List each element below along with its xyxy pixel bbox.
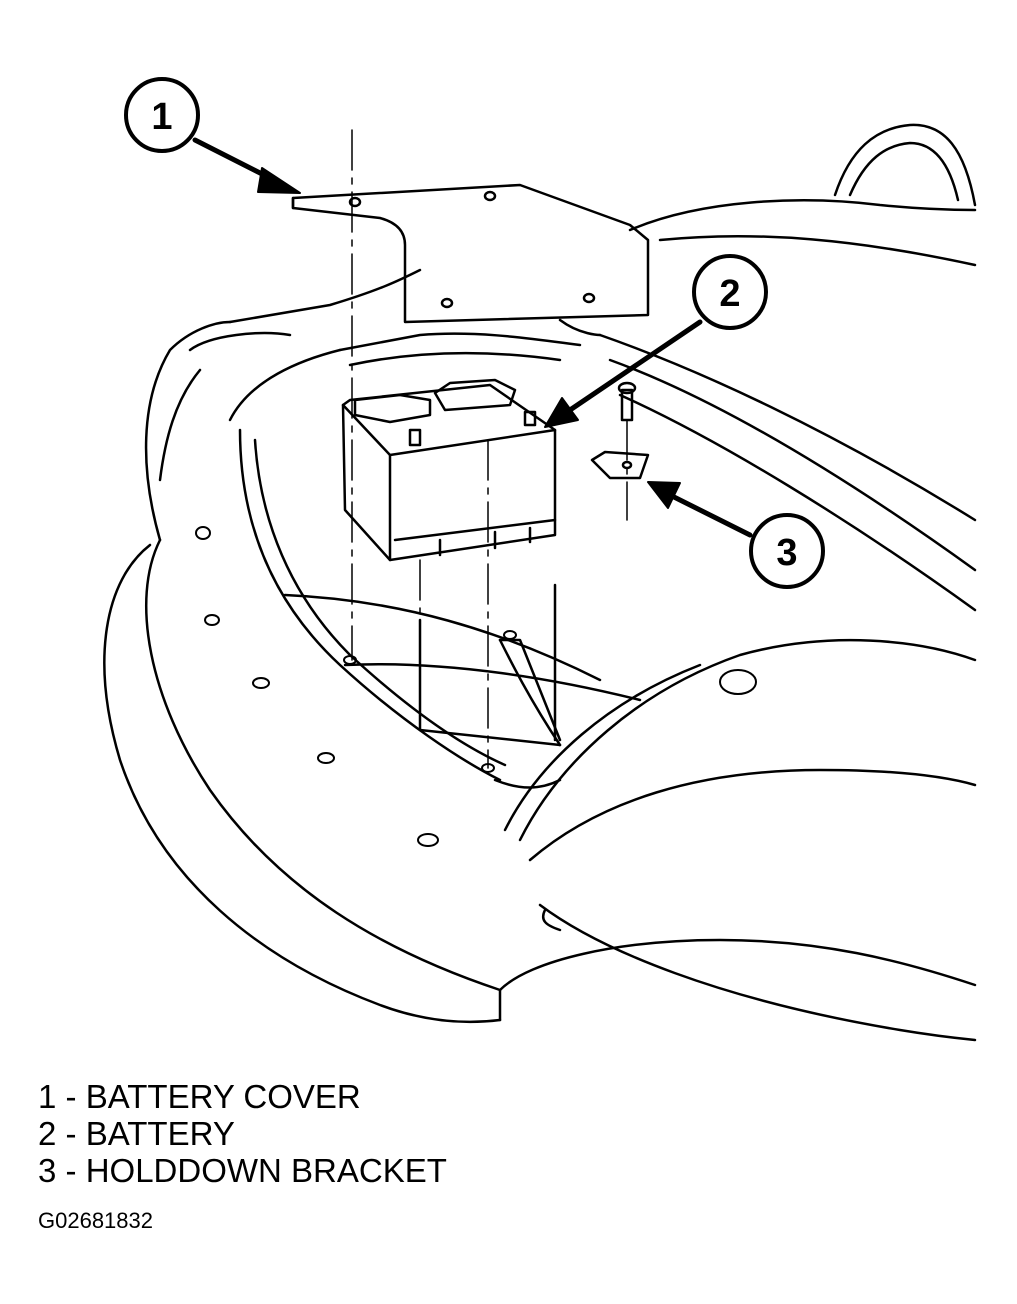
- legend-number: 2: [38, 1115, 57, 1152]
- legend-label: BATTERY: [85, 1115, 235, 1152]
- legend-number: 1: [38, 1078, 57, 1115]
- battery-cover: [291, 183, 650, 324]
- battery-installation-diagram: 1 2 3: [103, 77, 977, 1042]
- legend-item: 3 - HOLDDOWN BRACKET: [38, 1152, 447, 1189]
- alignment-lines: [351, 129, 628, 769]
- callout-1-leader: [192, 137, 301, 194]
- callout-3: 3: [749, 513, 825, 589]
- callout-3-number: 3: [776, 532, 797, 574]
- holddown-bracket: [590, 381, 650, 480]
- battery: [341, 378, 557, 562]
- callout-2-leader: [544, 319, 703, 428]
- vehicle-body-outline: [103, 123, 977, 1042]
- legend-number: 3: [38, 1152, 57, 1189]
- legend: 1 - BATTERY COVER 2 - BATTERY 3 - HOLDDO…: [38, 1078, 447, 1189]
- callout-1-number: 1: [151, 96, 172, 138]
- callout-1: 1: [124, 77, 200, 153]
- legend-item: 1 - BATTERY COVER: [38, 1078, 361, 1115]
- legend-label: BATTERY COVER: [85, 1078, 361, 1115]
- callout-2: 2: [692, 254, 768, 330]
- legend-label: HOLDDOWN BRACKET: [85, 1152, 447, 1189]
- legend-item: 2 - BATTERY: [38, 1115, 235, 1152]
- callout-3-leader: [647, 481, 753, 538]
- figure-id: G02681832: [38, 1208, 153, 1233]
- callout-2-number: 2: [719, 273, 740, 315]
